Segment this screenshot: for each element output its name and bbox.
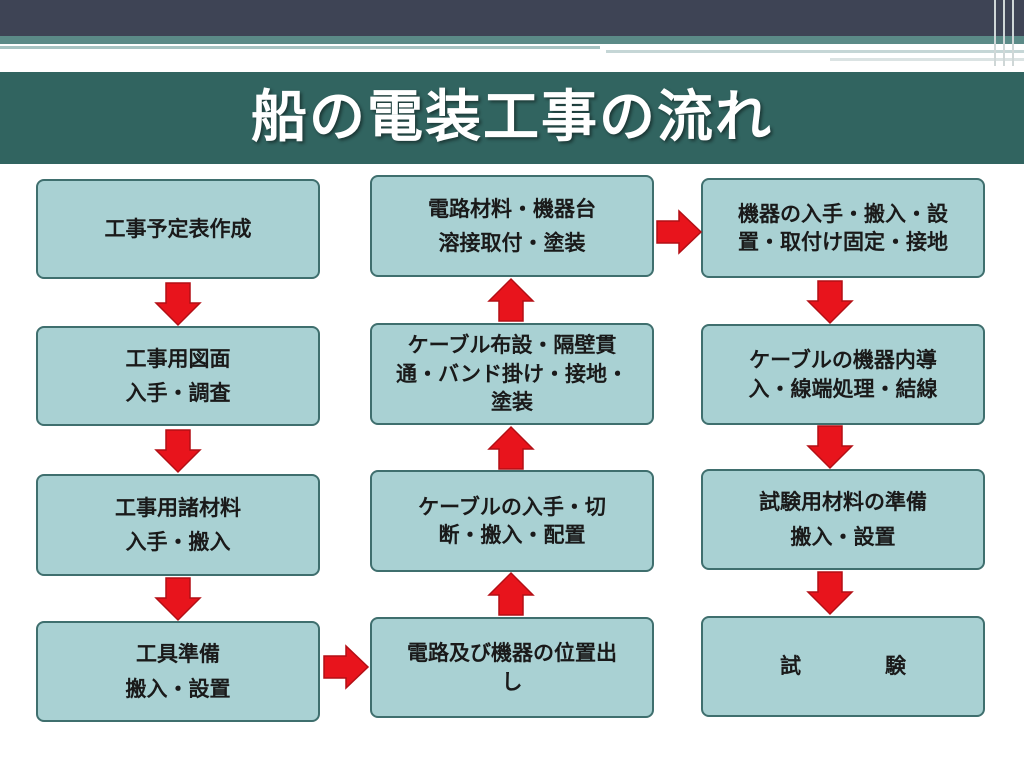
flow-box-text: し bbox=[501, 669, 523, 694]
arrow-up-icon bbox=[488, 572, 534, 616]
flow-box-text: 機器の入手・搬入・設 bbox=[738, 201, 948, 226]
arrow-up-icon bbox=[488, 426, 534, 470]
arrow-down-icon bbox=[807, 571, 853, 615]
flow-box-c2-3: ケーブルの入手・切 断・搬入・配置 bbox=[370, 470, 654, 572]
flow-box-text: ケーブルの入手・切 bbox=[418, 494, 606, 519]
arrow-down-icon bbox=[807, 280, 853, 324]
vertical-stripe bbox=[1003, 0, 1005, 66]
slide-title: 船の電装工事の流れ bbox=[251, 85, 773, 150]
flow-box-text: ケーブル布設・隔壁貫 bbox=[407, 333, 617, 358]
arrow-right-icon bbox=[323, 645, 369, 689]
accent-line bbox=[830, 58, 1024, 61]
flow-box-text: 試験用材料の準備 bbox=[759, 490, 927, 515]
flow-box-text: 入手・搬入 bbox=[125, 530, 231, 554]
flow-box-text: 断・搬入・配置 bbox=[438, 523, 586, 547]
top-teal-band bbox=[0, 36, 1024, 44]
flow-box-text: 搬入・設置 bbox=[790, 524, 896, 549]
arrow-down-icon bbox=[155, 429, 201, 473]
flow-box-text: 試 験 bbox=[780, 654, 906, 679]
flow-box-c2-1: 電路材料・機器台 溶接取付・塗装 bbox=[370, 175, 654, 277]
flow-box-text: 置・取付け固定・接地 bbox=[738, 230, 948, 254]
flow-box-text: 工具準備 bbox=[136, 642, 220, 667]
flow-box-text: 搬入・設置 bbox=[125, 676, 231, 701]
arrow-down-icon bbox=[807, 425, 853, 469]
flow-box-text: 工事用諸材料 bbox=[115, 495, 241, 520]
arrow-down-icon bbox=[155, 577, 201, 621]
flow-box-c3-1: 機器の入手・搬入・設 置・取付け固定・接地 bbox=[701, 178, 985, 278]
flow-box-c3-4: 試 験 bbox=[701, 616, 985, 717]
vertical-stripe bbox=[1012, 0, 1014, 66]
accent-line bbox=[0, 46, 600, 49]
flow-box-c3-2: ケーブルの機器内導 入・線端処理・結線 bbox=[701, 324, 985, 425]
flow-box-text: 電路及び機器の位置出 bbox=[407, 641, 617, 666]
top-dark-bar bbox=[0, 0, 1024, 36]
flow-box-text: 電路材料・機器台 bbox=[428, 196, 596, 221]
arrow-up-icon bbox=[488, 278, 534, 322]
arrow-down-icon bbox=[155, 282, 201, 326]
flow-box-text: 塗装 bbox=[491, 390, 533, 415]
accent-line bbox=[606, 50, 1024, 53]
flow-box-c2-4: 電路及び機器の位置出 し bbox=[370, 617, 654, 718]
arrow-right-icon bbox=[656, 210, 702, 254]
flow-box-c1-2: 工事用図面 入手・調査 bbox=[36, 326, 320, 426]
flow-box-text: 入手・調査 bbox=[125, 381, 231, 405]
flow-box-text: ケーブルの機器内導 bbox=[749, 348, 937, 373]
flow-box-c1-4: 工具準備 搬入・設置 bbox=[36, 621, 320, 722]
flow-box-c1-1: 工事予定表作成 bbox=[36, 179, 320, 279]
flow-box-c2-2: ケーブル布設・隔壁貫 通・バンド掛け・接地・ 塗装 bbox=[370, 323, 654, 425]
flow-box-c3-3: 試験用材料の準備 搬入・設置 bbox=[701, 469, 985, 570]
flow-box-c1-3: 工事用諸材料 入手・搬入 bbox=[36, 474, 320, 576]
flow-box-text: 入・線端処理・結線 bbox=[748, 376, 938, 401]
title-band: 船の電装工事の流れ bbox=[0, 72, 1024, 164]
flow-box-text: 溶接取付・塗装 bbox=[438, 231, 586, 255]
vertical-stripe bbox=[994, 0, 996, 66]
flow-box-text: 通・バンド掛け・接地・ bbox=[395, 361, 629, 386]
flow-box-text: 工事用図面 bbox=[125, 346, 231, 371]
flow-box-text: 工事予定表作成 bbox=[104, 216, 252, 241]
